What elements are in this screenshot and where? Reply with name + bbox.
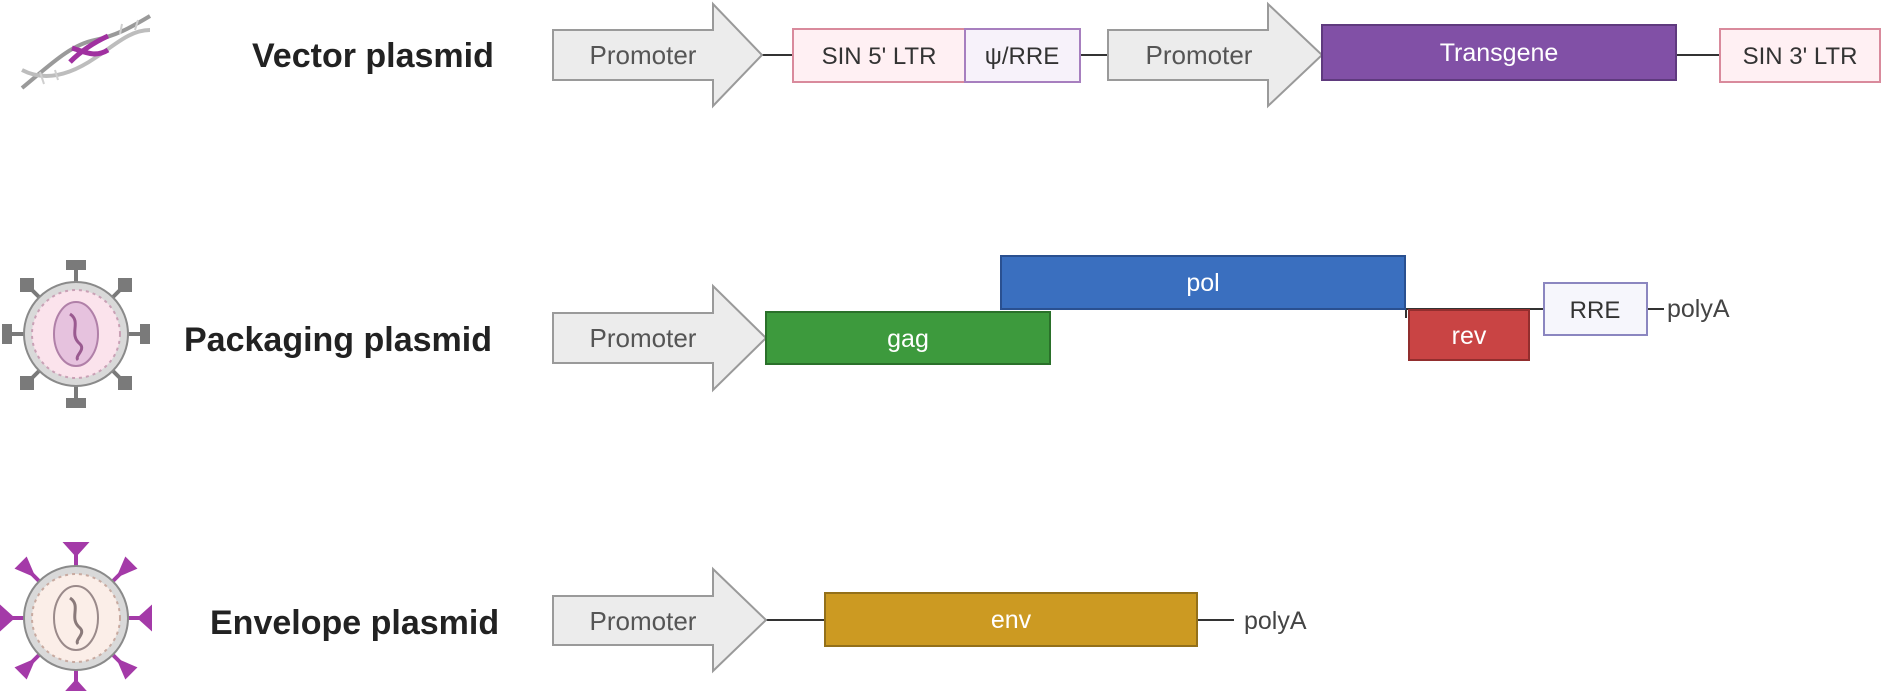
promoter-arrow: Promoter [552,283,768,393]
polya-label: polyA [1667,295,1730,323]
virus-gray-icon [2,260,150,408]
svg-text:env: env [991,606,1032,634]
svg-text:Promoter: Promoter [590,40,697,70]
svg-text:ψ/RRE: ψ/RRE [985,43,1059,70]
env-box: env [824,592,1198,647]
envelope-plasmid-label: Envelope plasmid [210,604,499,642]
promoter-arrow: Promoter [552,566,768,674]
svg-text:gag: gag [887,325,929,353]
psi-rre-box: ψ/RRE [964,28,1081,83]
pol-box: pol [1000,255,1406,310]
packaging-plasmid-row: Packaging plasmid Promoter pol gag rev [2,255,1730,408]
promoter-arrow: Promoter [552,1,764,109]
vector-plasmid-row: Vector plasmid Promoter SIN 5' LTR ψ/RRE… [20,1,1881,109]
sin-5-ltr-box: SIN 5' LTR [792,28,966,83]
transgene-box: Transgene [1321,24,1677,81]
gag-box: gag [765,311,1051,365]
polya-label: polyA [1244,607,1307,635]
dna-helix-icon [20,14,152,90]
rre-box: RRE [1543,282,1648,336]
sin-3-ltr-box: SIN 3' LTR [1719,28,1881,83]
svg-text:pol: pol [1186,269,1219,297]
promoter-arrow: Promoter [1107,1,1324,109]
svg-text:Transgene: Transgene [1440,39,1559,67]
envelope-plasmid-row: Envelope plasmid Promoter env polyA [0,542,1307,691]
svg-text:rev: rev [1452,322,1487,350]
svg-text:Promoter: Promoter [590,323,697,353]
svg-text:Promoter: Promoter [1146,40,1253,70]
svg-text:SIN 5' LTR: SIN 5' LTR [822,43,937,70]
svg-text:Promoter: Promoter [590,606,697,636]
svg-text:RRE: RRE [1570,297,1621,324]
rev-box: rev [1408,309,1530,361]
virus-purple-icon [0,542,152,691]
vector-plasmid-label: Vector plasmid [252,37,494,75]
packaging-plasmid-label: Packaging plasmid [184,321,492,359]
svg-text:SIN 3' LTR: SIN 3' LTR [1743,43,1858,70]
